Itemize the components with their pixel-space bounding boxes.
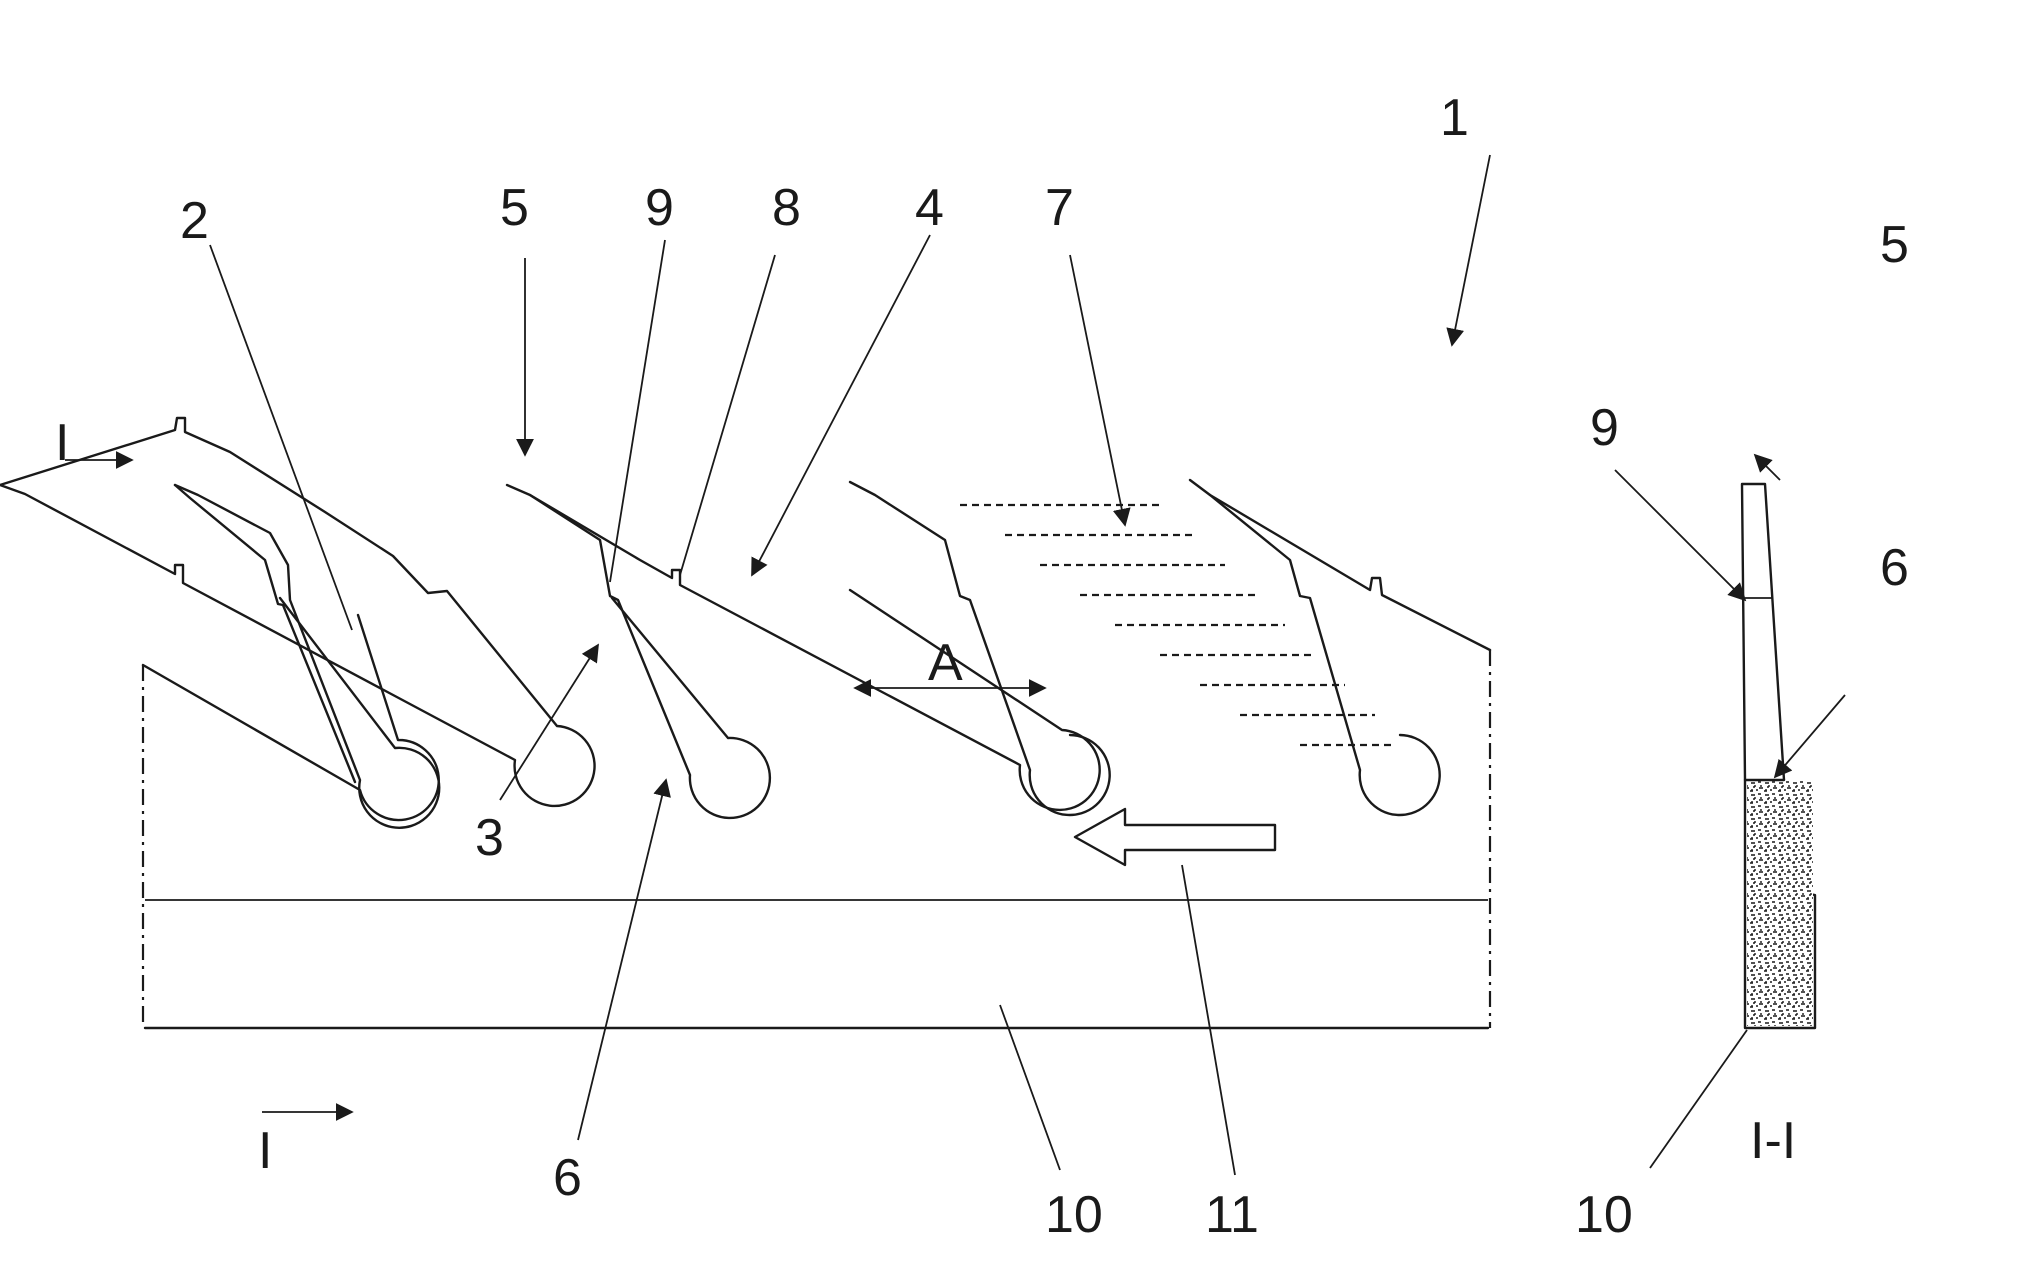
section-label-9: 9 xyxy=(1590,399,1619,457)
label-dimension-a: A xyxy=(928,634,963,692)
section-label-5: 5 xyxy=(1880,216,1909,274)
label-4: 4 xyxy=(915,179,944,237)
label-10: 10 xyxy=(1045,1186,1103,1244)
hatched-region xyxy=(960,505,1395,745)
label-8: 8 xyxy=(772,179,801,237)
label-9: 9 xyxy=(645,179,674,237)
section-view xyxy=(1742,484,1815,1028)
label-1: 1 xyxy=(1440,89,1469,147)
label-6: 6 xyxy=(553,1149,582,1207)
label-section-i-bottom: I xyxy=(258,1122,272,1180)
feed-direction-arrow xyxy=(1075,809,1275,865)
section-label-10: 10 xyxy=(1575,1186,1633,1244)
label-11: 11 xyxy=(1205,1186,1259,1244)
blade-body xyxy=(143,615,1490,1028)
label-2: 2 xyxy=(180,192,209,250)
section-label-6: 6 xyxy=(1880,539,1909,597)
section-title: I-I xyxy=(1750,1112,1796,1170)
label-5: 5 xyxy=(500,179,529,237)
label-3: 3 xyxy=(475,809,504,867)
blade-teeth xyxy=(0,418,1490,828)
label-7: 7 xyxy=(1045,179,1074,237)
label-section-i-top: I xyxy=(55,414,69,472)
